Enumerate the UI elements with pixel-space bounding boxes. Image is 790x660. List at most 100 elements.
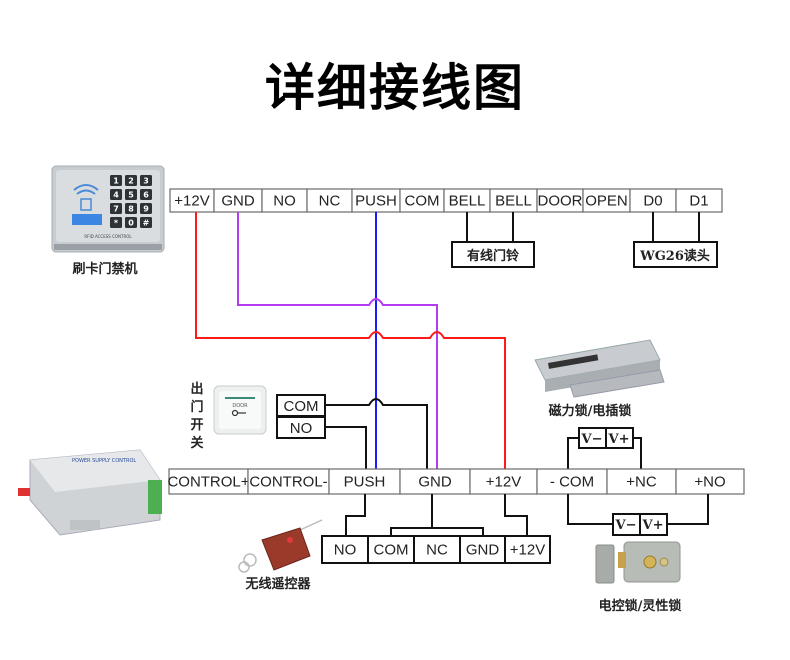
remote-label: 无线遥控器 bbox=[244, 576, 311, 592]
bottom-strip-cell-label: CONTROL+ bbox=[167, 474, 249, 491]
exit-switch-label: 出 门 开 关 bbox=[190, 381, 203, 451]
top-strip-cell-label: NC bbox=[319, 193, 341, 210]
keypad-key-label: * bbox=[114, 219, 119, 228]
keypad-key-label: # bbox=[143, 219, 150, 228]
maglock-vminus-wire bbox=[567, 437, 579, 469]
receiver-strip-cell-label: +12V bbox=[510, 542, 545, 559]
receiver-strip-cell-label: NO bbox=[334, 542, 357, 559]
top-strip-cell-label: DOOR bbox=[538, 193, 583, 210]
receiver-strip-cell-label: COM bbox=[374, 542, 409, 559]
bottom-strip-cell-label: +NC bbox=[626, 474, 657, 491]
power-wire-red bbox=[195, 212, 506, 469]
rfid-icon bbox=[72, 184, 102, 225]
receiver-terminal-strip: NO COM NC GND +12V bbox=[321, 535, 551, 564]
top-strip-cell-label: +12V bbox=[174, 193, 209, 210]
bell-wires bbox=[466, 212, 514, 242]
keypad-key bbox=[140, 217, 152, 228]
keypad-key bbox=[125, 217, 137, 228]
top-strip-cell-label: BELL bbox=[449, 193, 486, 210]
bell-box-label: 有线门铃 bbox=[467, 248, 519, 264]
top-strip-cell-label: PUSH bbox=[355, 193, 397, 210]
card-reader-label: 刷卡门禁机 bbox=[72, 261, 137, 277]
bell-box bbox=[451, 241, 535, 268]
svg-text:开: 开 bbox=[190, 418, 203, 433]
maglock-label: 磁力锁/电插锁 bbox=[549, 403, 632, 419]
keypad-key-label: 7 bbox=[113, 205, 119, 214]
keypad-key-label: 0 bbox=[128, 219, 134, 228]
keypad-key bbox=[140, 189, 152, 200]
elock-vplus-label: V+ bbox=[642, 518, 664, 533]
elock-vminus-label: V− bbox=[615, 518, 637, 533]
exit-no-wire bbox=[325, 426, 367, 469]
svg-text:出: 出 bbox=[190, 381, 203, 397]
receiver-wires bbox=[345, 494, 528, 536]
elock-vplus-box bbox=[639, 513, 668, 536]
wg26-box-label: WG26读头 bbox=[639, 248, 710, 264]
top-strip-cell-label: COM bbox=[405, 193, 440, 210]
exit-no-label: NO bbox=[290, 420, 313, 437]
power-supply-device: POWER SUPPLY CONTROL bbox=[18, 449, 162, 536]
bottom-strip-cell bbox=[247, 468, 330, 495]
bottom-strip-cell-label: - COM bbox=[550, 474, 594, 491]
top-strip-cell-label: BELL bbox=[495, 193, 532, 210]
keypad-key bbox=[125, 203, 137, 214]
gnd-wire-purple bbox=[237, 212, 438, 469]
keypad-key-label: 2 bbox=[128, 177, 134, 186]
card-reader-caption: RFID ACCESS CONTROL bbox=[84, 234, 132, 239]
top-strip-cell-label: NO bbox=[273, 193, 296, 210]
keypad-key bbox=[110, 175, 122, 186]
top-strip-cell-label: OPEN bbox=[585, 193, 628, 210]
top-strip-cell-label: D0 bbox=[643, 193, 662, 210]
bottom-strip-cell bbox=[399, 468, 471, 495]
keypad-key-label: 9 bbox=[143, 205, 149, 214]
svg-text:POWER SUPPLY CONTROL: POWER SUPPLY CONTROL bbox=[72, 458, 136, 464]
exit-com-label: COM bbox=[284, 398, 319, 415]
maglock-vplus-label: V+ bbox=[608, 432, 630, 447]
keypad-key bbox=[110, 189, 122, 200]
electric-lock-device bbox=[595, 541, 681, 584]
keypad-key bbox=[140, 203, 152, 214]
key-icon bbox=[231, 409, 246, 417]
receiver-strip-cell-label: NC bbox=[426, 542, 448, 559]
top-strip-cell-label: D1 bbox=[689, 193, 708, 210]
keypad-key bbox=[140, 175, 152, 186]
keypad-key bbox=[110, 203, 122, 214]
bottom-strip-cell bbox=[469, 468, 538, 495]
keypad-key-label: 5 bbox=[128, 191, 134, 200]
elock-vplus-wire bbox=[667, 494, 709, 525]
svg-text:关: 关 bbox=[190, 435, 203, 451]
keypad-key-label: 1 bbox=[113, 177, 119, 186]
svg-text:DOOR: DOOR bbox=[232, 403, 248, 409]
exit-button-device: DOOR bbox=[213, 385, 267, 435]
elock-vminus-wire bbox=[567, 494, 613, 525]
maglock-device bbox=[534, 339, 665, 398]
keypad-key-label: 4 bbox=[113, 191, 119, 200]
keypad-key-label: 8 bbox=[128, 205, 134, 214]
bottom-strip-cell bbox=[675, 468, 745, 495]
electric-lock-label: 电控锁/灵性锁 bbox=[599, 598, 682, 614]
remote-control-device bbox=[238, 519, 323, 573]
page-title: 详细接线图 bbox=[265, 59, 525, 117]
bottom-strip-cell-label: +12V bbox=[486, 474, 521, 491]
exit-com-wire bbox=[325, 398, 428, 469]
bottom-strip-cell bbox=[168, 468, 249, 495]
wg26-wires bbox=[652, 212, 700, 242]
keypad-key bbox=[125, 175, 137, 186]
svg-text:门: 门 bbox=[190, 399, 203, 415]
keypad-key-label: 3 bbox=[143, 177, 149, 186]
maglock-vminus-label: V− bbox=[581, 432, 603, 447]
receiver-strip-cell-label: GND bbox=[466, 542, 500, 559]
bottom-strip-cell-label: CONTROL- bbox=[249, 474, 327, 491]
maglock-vplus-wire bbox=[633, 437, 642, 469]
bottom-strip-cell-label: GND bbox=[418, 474, 452, 491]
bottom-strip-cell-label: +NO bbox=[694, 474, 725, 491]
bottom-strip-cell bbox=[606, 468, 677, 495]
receiver-strip-cell bbox=[504, 535, 551, 564]
wg26-box bbox=[633, 241, 718, 268]
top-strip-cell-label: GND bbox=[221, 193, 255, 210]
